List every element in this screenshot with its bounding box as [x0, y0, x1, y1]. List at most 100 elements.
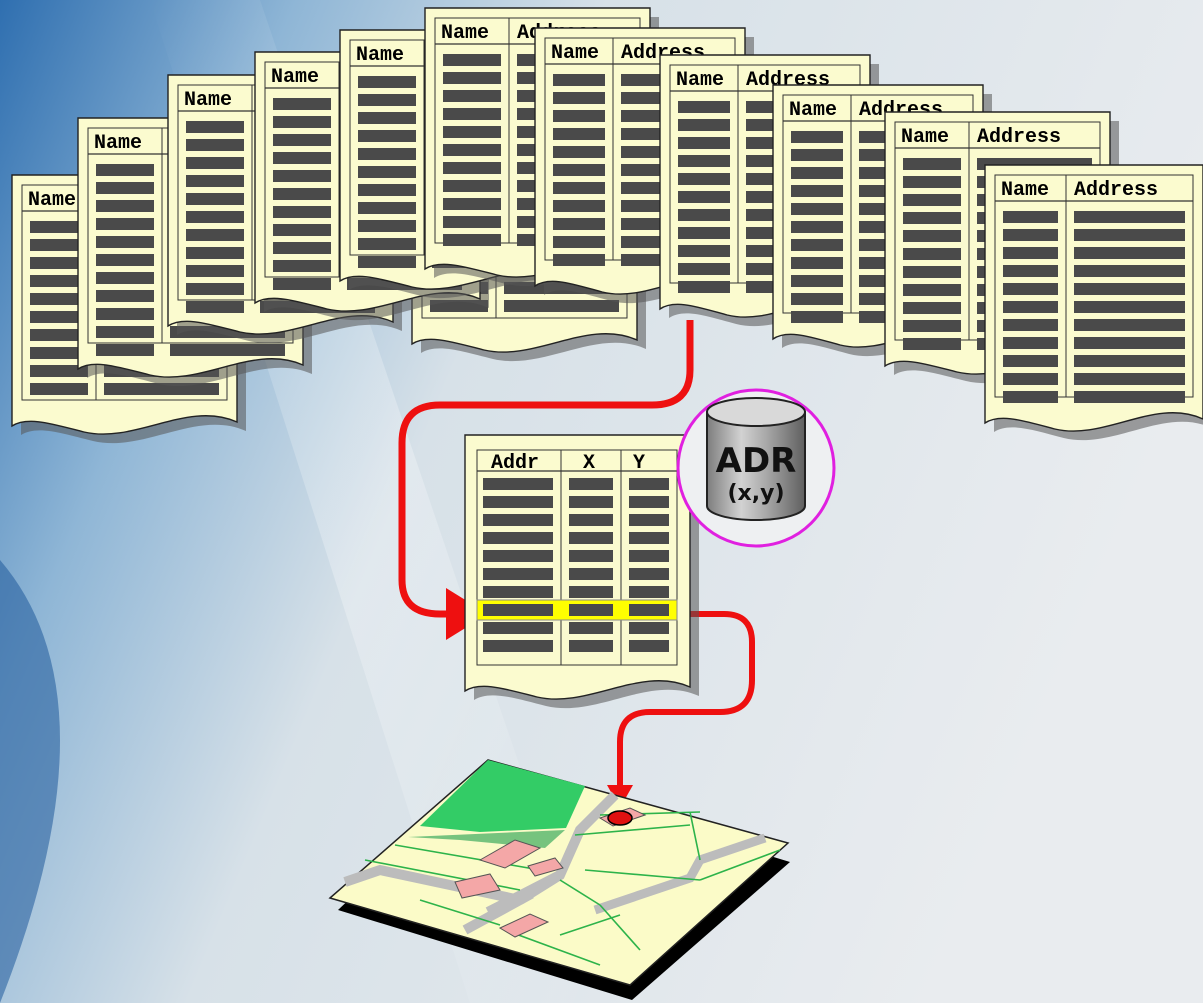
row-bar: [30, 293, 88, 305]
row-bar: [96, 290, 154, 302]
column-header-y: Y: [633, 452, 645, 475]
row-bar: [96, 344, 154, 356]
row-bar: [443, 54, 501, 66]
column-header-name: Name: [356, 44, 404, 67]
row-bar: [96, 326, 154, 338]
row-bar: [96, 236, 154, 248]
map-boundary-line: [574, 824, 691, 836]
row-bar: [553, 164, 605, 176]
row-bar: [1074, 355, 1185, 367]
row-bar: [903, 320, 961, 332]
map-icon: [328, 759, 790, 1000]
row-bar: [358, 148, 416, 160]
geocode-table-sheet: Addr X Y: [464, 434, 699, 709]
row-bar: [1003, 337, 1058, 349]
row-bar: [358, 130, 416, 142]
row-bar: [1003, 301, 1058, 313]
row-bar: [30, 365, 88, 377]
row-bar: [30, 221, 88, 233]
row-bar: [358, 220, 416, 232]
row-bar: [678, 281, 730, 293]
column-header-addr: Addr: [491, 452, 539, 475]
database-label-primary: ADR: [716, 441, 797, 481]
row-bar: [903, 230, 961, 242]
row-bar: [791, 257, 843, 269]
row-bar: [273, 170, 331, 182]
arrow-table-to-map: [617, 611, 755, 790]
row-bar: [30, 329, 88, 341]
row-bar: [553, 146, 605, 158]
row-bar: [569, 478, 613, 490]
row-bar: [96, 254, 154, 266]
row-bar: [273, 278, 331, 290]
row-bar: [1003, 355, 1058, 367]
column-header-name: Name: [28, 189, 76, 212]
geocode-sheet: Addr X Y: [464, 434, 699, 709]
row-bar: [443, 108, 501, 120]
row-bar: [678, 137, 730, 149]
row-bar: [483, 532, 553, 544]
row-bar: [903, 338, 961, 350]
row-bar: [903, 284, 961, 296]
row-bar: [903, 176, 961, 188]
row-bar: [678, 173, 730, 185]
column-header-x: X: [583, 452, 595, 475]
row-bar: [629, 586, 669, 598]
row-bar: [569, 604, 613, 616]
row-bar: [629, 478, 669, 490]
row-bar: [569, 514, 613, 526]
map-road: [593, 833, 767, 915]
row-bar: [569, 496, 613, 508]
map-boundary-line: [559, 879, 601, 906]
row-bar: [186, 283, 244, 295]
column-header-address: Address: [1074, 179, 1158, 202]
row-bar: [1074, 211, 1185, 223]
row-bar: [903, 194, 961, 206]
row-bar: [483, 604, 553, 616]
row-bar: [443, 126, 501, 138]
row-bar: [358, 184, 416, 196]
column-header-name: Name: [789, 99, 837, 122]
map-building: [527, 857, 564, 877]
row-bar: [186, 121, 244, 133]
row-bar: [629, 532, 669, 544]
row-bar: [96, 182, 154, 194]
row-bar: [553, 128, 605, 140]
row-bar: [678, 245, 730, 257]
row-bar: [791, 221, 843, 233]
column-header-name: Name: [551, 42, 599, 65]
row-bar: [629, 496, 669, 508]
column-header-name: Name: [94, 132, 142, 155]
column-header-name: Name: [676, 69, 724, 92]
row-bar: [629, 514, 669, 526]
row-bar: [186, 247, 244, 259]
row-bar: [358, 76, 416, 88]
row-bar: [483, 622, 553, 634]
row-bar: [791, 167, 843, 179]
row-bar: [443, 234, 501, 246]
row-bar: [629, 640, 669, 652]
row-bar: [678, 155, 730, 167]
row-bar: [273, 98, 331, 110]
arrow-sheets-to-table: [398, 320, 694, 618]
row-bar: [903, 158, 961, 170]
row-bar: [1003, 229, 1058, 241]
map-building: [454, 873, 501, 899]
row-bar: [443, 162, 501, 174]
row-bar: [678, 119, 730, 131]
row-bar: [186, 229, 244, 241]
row-bar: [678, 191, 730, 203]
location-marker-icon: [607, 810, 633, 826]
row-bar: [483, 478, 553, 490]
row-bar: [30, 275, 88, 287]
row-bar: [1003, 247, 1058, 259]
row-bar: [483, 514, 553, 526]
record-sheets-stack: NameAddressNameAddressNameAddressNameAdd…: [11, 7, 1203, 444]
row-bar: [1074, 391, 1185, 403]
row-bar: [678, 227, 730, 239]
row-bar: [273, 188, 331, 200]
row-bar: [443, 180, 501, 192]
row-bar: [903, 266, 961, 278]
row-bar: [483, 640, 553, 652]
row-bar: [96, 272, 154, 284]
